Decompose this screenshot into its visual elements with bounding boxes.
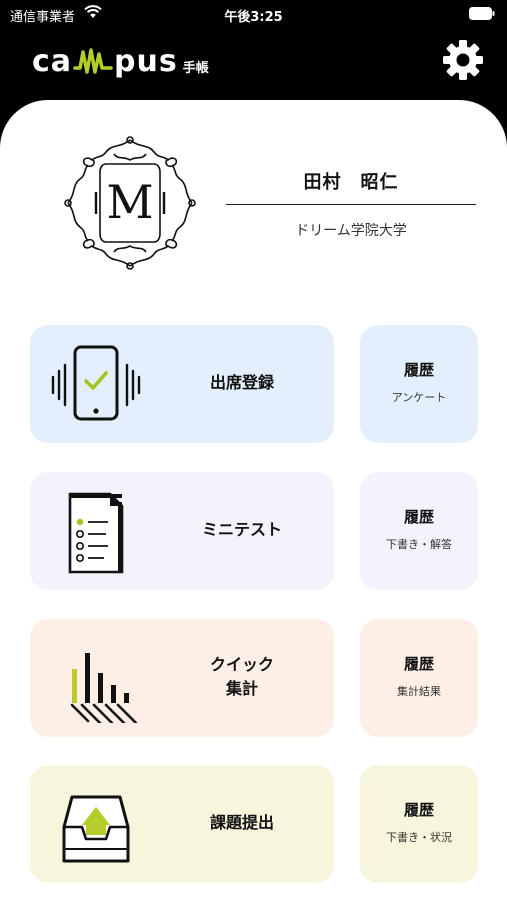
minitest-button[interactable]: ミニテスト (30, 472, 334, 590)
status-time: 午後3:25 (224, 10, 283, 25)
quick-tally-history-button[interactable]: 履歴 集計結果 (360, 619, 478, 737)
wifi-icon (84, 5, 102, 18)
attendance-label: 出席登録 (209, 373, 274, 392)
history-subtitle: 下書き・状況 (386, 831, 452, 844)
status-bar: 通信事業者 午後3:25 (0, 0, 507, 28)
history-title: 履歴 (403, 361, 434, 379)
menu-row-assignment: 課題提出 履歴 下書き・状況 (0, 765, 507, 883)
history-title: 履歴 (403, 801, 434, 819)
history-subtitle: 集計結果 (397, 685, 441, 698)
checklist-document-icon (68, 492, 124, 574)
attendance-history-button[interactable]: 履歴 アンケート (360, 325, 478, 443)
menu-row-attendance: 出席登録 履歴 アンケート (0, 325, 507, 443)
app-logo: ca pus 手帳 (32, 43, 209, 79)
logo-subtitle: 手帳 (182, 60, 209, 76)
menu-row-quick: クイック 集計 履歴 集計結果 (0, 619, 507, 737)
carrier-label: 通信事業者 (10, 10, 76, 25)
battery-icon (469, 7, 495, 20)
monogram-emblem-icon: M (64, 136, 196, 270)
settings-gear-icon[interactable] (441, 38, 485, 82)
assignment-submit-button[interactable]: 課題提出 (30, 765, 334, 883)
user-name: 田村 昭仁 (303, 172, 399, 193)
history-title: 履歴 (403, 508, 434, 526)
quick-tally-label-line1: クイック (209, 655, 274, 674)
quick-tally-label: クイック 集計 (150, 653, 334, 701)
monogram-letter: M (106, 175, 153, 229)
profile-divider (226, 204, 476, 205)
bar-chart-icon (70, 653, 138, 723)
logo-text-b: pus (114, 43, 178, 79)
history-subtitle: アンケート (391, 391, 447, 404)
school-name: ドリーム学院大学 (295, 223, 407, 239)
quick-tally-button[interactable]: クイック 集計 (30, 619, 334, 737)
phone-check-icon (51, 345, 141, 421)
assignment-submit-label: 課題提出 (209, 813, 274, 832)
app-header: ca pus 手帳 (0, 28, 507, 100)
attendance-button[interactable]: 出席登録 (30, 325, 334, 443)
main-sheet: M 田村 昭仁 ドリーム学院大学 出席登録 履歴 (0, 100, 507, 900)
pulse-wave-icon (73, 48, 113, 74)
quick-tally-label-line2: 集計 (225, 679, 258, 698)
assignment-history-button[interactable]: 履歴 下書き・状況 (360, 765, 478, 883)
history-title: 履歴 (403, 655, 434, 673)
history-subtitle: 下書き・解答 (386, 538, 452, 551)
submission-tray-icon (62, 795, 130, 863)
minitest-label: ミニテスト (201, 520, 282, 539)
logo-text-a: ca (32, 43, 73, 79)
menu-row-minitest: ミニテスト 履歴 下書き・解答 (0, 472, 507, 590)
minitest-history-button[interactable]: 履歴 下書き・解答 (360, 472, 478, 590)
